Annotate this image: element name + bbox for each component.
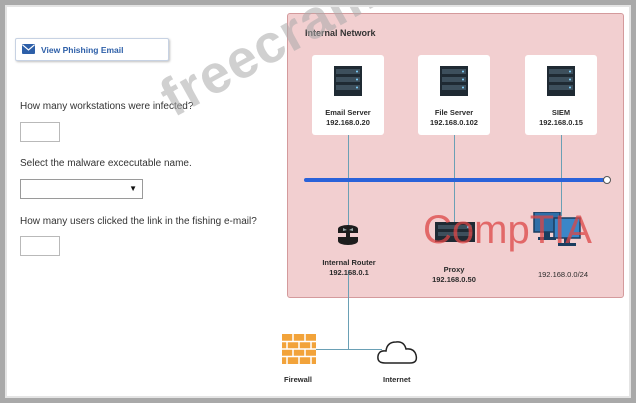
proxy-name: Proxy [443, 265, 465, 274]
view-phishing-email-button[interactable]: View Phishing Email [15, 38, 169, 61]
view-phishing-email-label: View Phishing Email [41, 44, 124, 55]
email-server-ip: 192.168.0.20 [326, 118, 370, 127]
question-malware-name: Select the malware excecutable name. [20, 158, 192, 169]
network-bus-terminator [603, 176, 611, 184]
firewall-internet-link [316, 349, 382, 350]
dropdown-arrow-icon: ▼ [129, 184, 137, 193]
infected-workstations-input[interactable] [20, 122, 60, 142]
workstations-subnet: 192.168.0.0/24 [537, 270, 589, 279]
siem-ip: 192.168.0.15 [539, 118, 583, 127]
proxy-link [454, 182, 455, 224]
network-bus [304, 178, 608, 182]
malware-name-select[interactable]: ▼ [20, 179, 143, 199]
file-server-link [454, 135, 455, 178]
router-link [348, 182, 349, 227]
email-server-name: Email Server [325, 108, 371, 117]
workstations-icon[interactable] [530, 211, 588, 253]
internal-router-ip: 192.168.0.1 [329, 268, 369, 277]
internet-cloud-icon[interactable] [376, 336, 420, 371]
question-infected-workstations: How many workstations were infected? [20, 101, 194, 112]
users-clicked-input[interactable] [20, 236, 60, 256]
proxy-icon[interactable] [435, 222, 475, 247]
firewall-label: Firewall [284, 375, 312, 384]
internet-label: Internet [383, 375, 411, 384]
internal-network-title: Internal Network [305, 28, 376, 38]
router-firewall-link [348, 270, 349, 350]
internal-router-name: Internal Router [322, 258, 376, 267]
email-server-icon [334, 66, 362, 96]
firewall-icon[interactable] [282, 334, 316, 369]
email-server-link [348, 135, 349, 178]
siem-name: SIEM [551, 108, 571, 117]
siem-link [561, 135, 562, 178]
workstations-link [561, 182, 562, 216]
internal-router-icon[interactable] [335, 224, 361, 255]
file-server-name: File Server [434, 108, 474, 117]
envelope-icon [22, 41, 35, 59]
siem-server-icon [547, 66, 575, 96]
proxy-ip: 192.168.0.50 [432, 275, 476, 284]
file-server-ip: 192.168.0.102 [430, 118, 478, 127]
question-users-clicked: How many users clicked the link in the f… [20, 216, 257, 227]
file-server-icon [440, 66, 468, 96]
